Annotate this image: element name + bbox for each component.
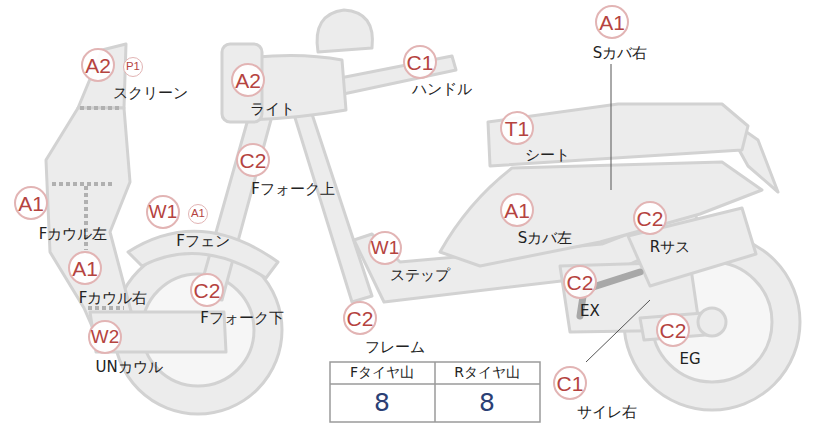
part-name: EG [679,350,700,368]
damage-code-circle: C2Rサス [633,201,667,235]
part-name: Sカバ右 [593,44,648,62]
table-rule [434,362,436,422]
damage-code-circle: A1Fカウル左 [14,186,48,220]
tread-table [330,362,540,422]
damage-code-circle: A1Fカウル右 [68,251,102,285]
part-name: フレーム [365,338,425,356]
part-name: Sカバ左 [518,229,573,247]
damage-code: W1 [371,239,399,258]
damage-code: A1 [504,200,530,221]
damage-code-circle: A1Sカバ右 [595,5,629,39]
part-name: ライト [250,100,295,118]
part-name: Fカウル右 [79,289,148,307]
damage-code: A1 [191,208,205,219]
damage-code: W1 [149,203,177,222]
part-name: スクリーン [113,84,188,102]
damage-code: C2 [567,272,594,293]
damage-code-circle: A1 [188,204,208,224]
table-value: 8 [374,389,390,417]
seat [488,104,748,166]
part-name: Fフェン [176,232,230,250]
damage-code-circle: C1ハンドル [403,45,437,79]
damage-code: A1 [18,193,44,214]
part-name: Rサス [650,238,690,256]
damage-code-circle: W1Fフェン [146,195,180,229]
damage-code-circle: C2フレーム [343,301,377,335]
damage-code: W2 [91,328,119,347]
part-name: EX [580,302,600,320]
table-value: 8 [479,389,495,417]
damage-code: C1 [557,373,584,394]
damage-code-circle: W2UNカウル [88,320,122,354]
damage-code-circle: C2EG [656,313,690,347]
damage-code: C1 [407,52,434,73]
damage-code-circle: A2スクリーン [81,48,115,82]
damage-code-circle: P1 [123,57,143,77]
damage-code: C2 [660,320,687,341]
damage-code: P1 [126,61,140,72]
damage-code-circle: T1シート [500,111,534,145]
damage-code-circle: C2Fフォーク上 [236,143,270,177]
part-name: サイレ右 [577,403,637,421]
table-header: Rタイヤ山 [454,365,520,380]
damage-code: C2 [194,280,221,301]
leader-line [611,64,612,190]
damage-code: A1 [599,12,625,33]
part-name: Fフォーク上 [251,180,335,198]
damage-code-circle: A2ライト [231,63,265,97]
frame-tube [292,108,372,302]
rear-suspension [628,208,756,286]
damage-code-circle: C2Fフォーク下 [190,273,224,307]
part-name: UNカウル [95,358,162,376]
rear-hub [698,308,726,336]
damage-code: A1 [72,258,98,279]
damage-code-circle: C1サイレ右 [553,366,587,400]
table-header: Fタイヤ山 [350,365,414,380]
mirror [317,10,372,52]
damage-code: T1 [505,118,530,139]
front-fender [128,231,278,278]
damage-code-circle: W1ステップ [368,231,402,265]
damage-code: A2 [85,55,111,76]
damage-code: C2 [347,308,374,329]
damage-code-circle: C2EX [563,265,597,299]
damage-code: C2 [637,208,664,229]
part-name: ハンドル [412,80,472,98]
damage-code: A2 [235,70,261,91]
part-name: ステップ [390,266,450,284]
damage-code: C2 [240,150,267,171]
part-name: Fカウル左 [39,225,108,243]
seam-line [80,106,122,110]
part-name: Fフォーク下 [200,309,284,327]
seam-line [52,182,112,186]
damage-code-circle: A1Sカバ左 [500,193,534,227]
part-name: シート [525,146,570,164]
